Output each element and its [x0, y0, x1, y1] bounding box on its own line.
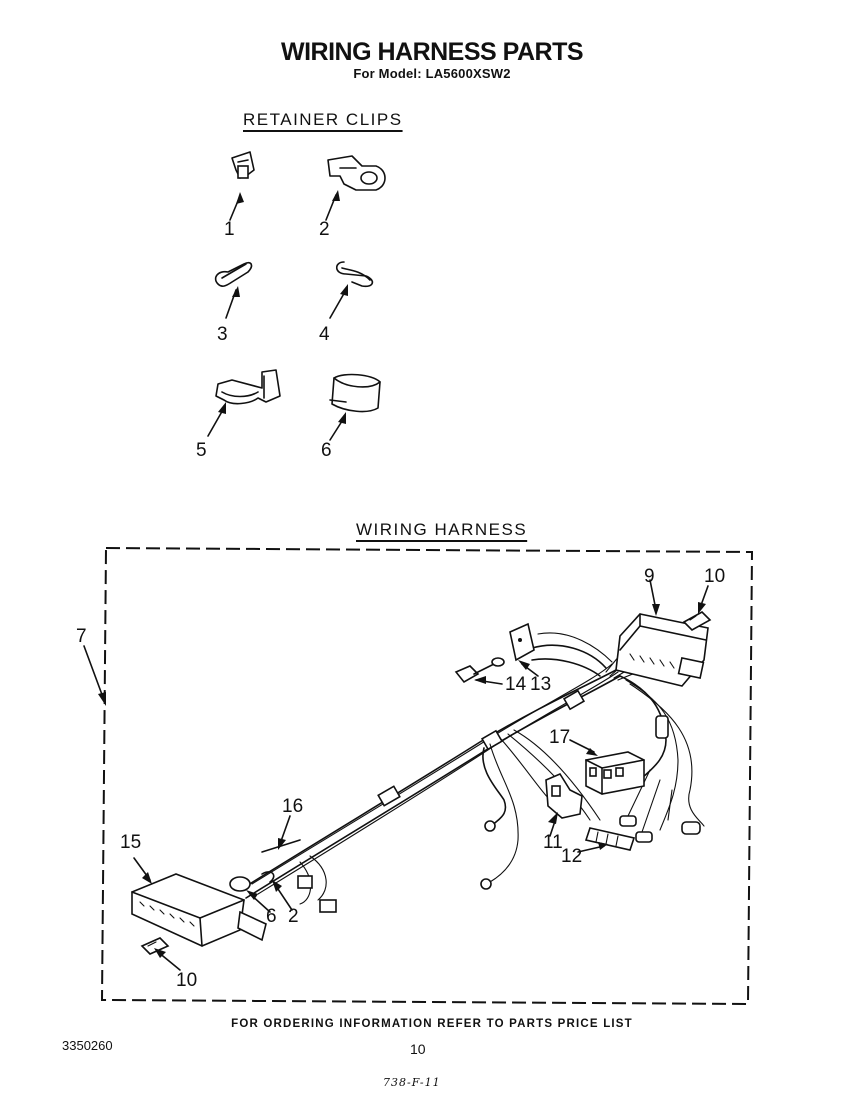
page-title: WIRING HARNESS PARTS: [280, 38, 584, 66]
clip-label-6: 6: [321, 440, 332, 461]
terminal-block-9-drawing: [615, 579, 709, 687]
clip-3-drawing: [214, 261, 253, 319]
clip-label-1: 1: [224, 219, 235, 240]
clip-label-3: 3: [217, 324, 228, 345]
harness-label-10-upper: 10: [704, 566, 726, 587]
harness-label-11: 11: [543, 832, 563, 853]
model-subtitle: For Model: LA5600XSW2: [353, 66, 511, 81]
harness-label-16: 16: [282, 796, 304, 817]
harness-trunk-drawing: [239, 632, 705, 899]
plug-13-drawing: [509, 622, 539, 677]
clip-2-drawing: [325, 155, 386, 221]
ordering-note: FOR ORDERING INFORMATION REFER TO PARTS …: [231, 1018, 633, 1030]
connector-17-drawing: [569, 739, 645, 795]
clip-6-drawing: [329, 373, 381, 441]
harness-label-12: 12: [561, 846, 583, 867]
harness-label-9: 9: [644, 566, 655, 587]
harness-label-10-lower: 10: [176, 970, 198, 991]
wiring-harness-heading: WIRING HARNESS: [356, 520, 528, 539]
harness-label-17: 17: [549, 727, 571, 748]
clip-label-2: 2: [319, 219, 330, 240]
harness-clips-drawing: [229, 855, 337, 913]
harness-label-15: 15: [120, 832, 142, 853]
terminal-10-upper-drawing: [682, 585, 712, 631]
harness-label-6: 6: [266, 906, 277, 927]
clip-label-5: 5: [196, 440, 207, 461]
harness-label-2: 2: [288, 906, 299, 927]
connector-11-drawing: [545, 772, 583, 837]
retainer-clips-heading: RETAINER CLIPS: [243, 110, 403, 129]
wire-16-drawing: [261, 815, 301, 853]
document-number: 3350260: [62, 1038, 113, 1053]
clip-4-drawing: [329, 261, 374, 319]
page-number: 10: [410, 1041, 426, 1057]
harness-label-14: 14: [505, 674, 527, 695]
terminal-block-15-drawing: [131, 857, 267, 947]
harness-boundary: [100, 546, 754, 1006]
clip-label-4: 4: [319, 324, 330, 345]
harness-label-13: 13: [530, 674, 552, 695]
clip-5-drawing: [207, 369, 281, 437]
terminal-14-drawing: [454, 657, 505, 685]
terminal-strip-12-drawing: [577, 827, 636, 853]
terminal-10-lower-drawing: [140, 937, 181, 971]
harness-label-7: 7: [76, 626, 87, 647]
handwritten-note: 738-F-11: [383, 1076, 441, 1089]
clip-1-drawing: [229, 151, 255, 221]
